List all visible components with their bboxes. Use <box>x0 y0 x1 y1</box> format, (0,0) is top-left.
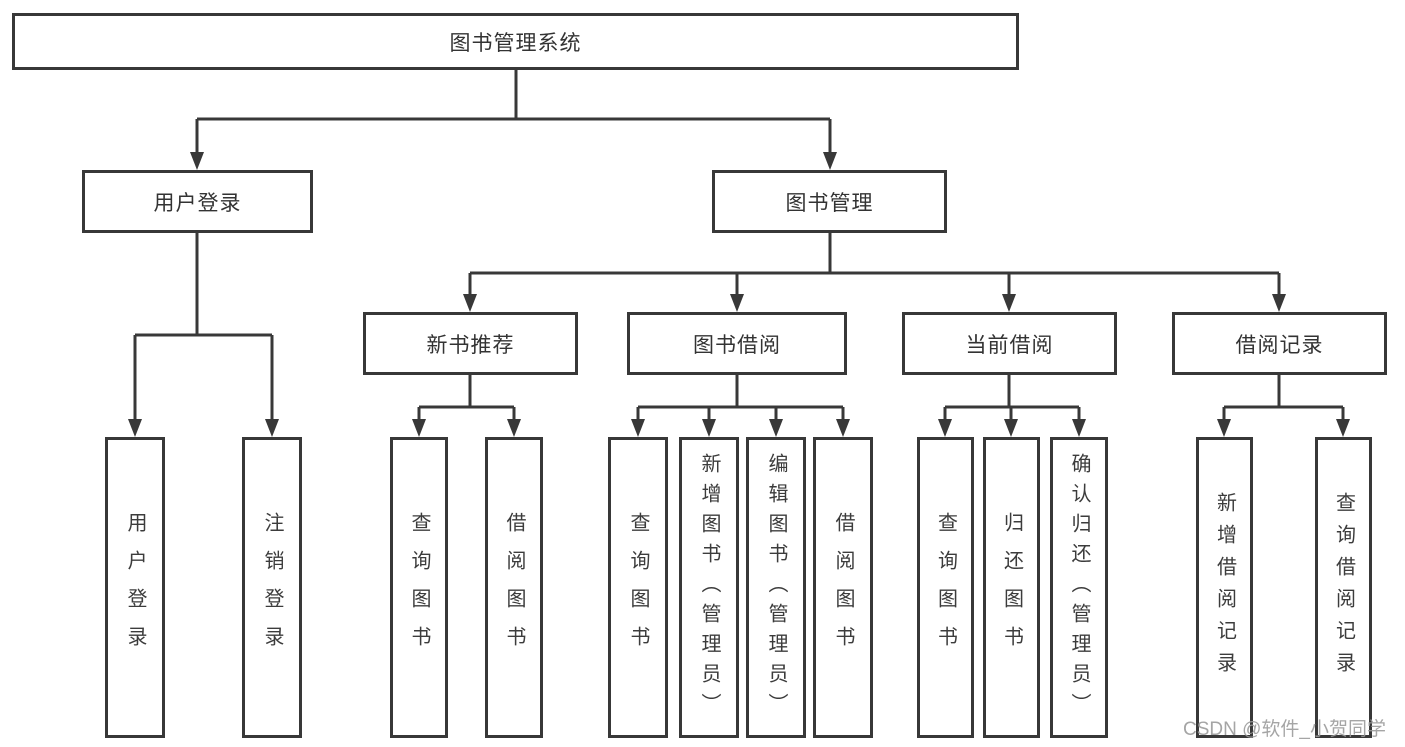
leaf-user-login-label: 用户登录 <box>124 511 146 664</box>
node-root-label: 图书管理系统 <box>449 31 582 55</box>
leaf-borrow-books-recommend: 借阅图书 <box>485 437 543 738</box>
leaf-edit-books-admin-label: 编辑图书（管理员） <box>765 452 787 723</box>
node-new-book-recommendation-label: 新书推荐 <box>426 333 515 357</box>
leaf-query-books-recommend: 查询图书 <box>390 437 448 738</box>
leaf-confirm-return-admin: 确认归还（管理员） <box>1050 437 1108 738</box>
leaf-return-books-label: 归还图书 <box>1000 511 1023 664</box>
node-user-login-label: 用户登录 <box>153 191 242 215</box>
node-book-management: 图书管理 <box>712 170 947 233</box>
leaf-query-borrow-record-label: 查询借阅记录 <box>1332 491 1355 684</box>
leaf-add-books-admin: 新增图书（管理员） <box>679 437 739 738</box>
leaf-confirm-return-admin-label: 确认归还（管理员） <box>1068 452 1090 723</box>
leaf-query-books-current-label: 查询图书 <box>934 511 957 664</box>
leaf-add-borrow-record: 新增借阅记录 <box>1196 437 1253 738</box>
leaf-add-borrow-record-label: 新增借阅记录 <box>1213 491 1236 684</box>
leaf-query-books-borrowing: 查询图书 <box>608 437 668 738</box>
leaf-logout: 注销登录 <box>242 437 302 738</box>
node-book-borrowing: 图书借阅 <box>627 312 847 375</box>
leaf-edit-books-admin: 编辑图书（管理员） <box>746 437 806 738</box>
node-root: 图书管理系统 <box>12 13 1019 70</box>
leaf-query-books-recommend-label: 查询图书 <box>408 511 430 664</box>
leaf-user-login: 用户登录 <box>105 437 165 738</box>
csdn-watermark: CSDN @软件_小贺同学 <box>1183 719 1386 740</box>
leaf-borrow-books: 借阅图书 <box>813 437 873 738</box>
node-current-borrowing: 当前借阅 <box>902 312 1117 375</box>
leaf-query-borrow-record: 查询借阅记录 <box>1315 437 1372 738</box>
leaf-borrow-books-recommend-label: 借阅图书 <box>503 511 525 664</box>
leaf-logout-label: 注销登录 <box>261 511 283 664</box>
leaf-return-books: 归还图书 <box>983 437 1040 738</box>
leaf-borrow-books-label: 借阅图书 <box>832 511 854 664</box>
node-borrowing-records-label: 借阅记录 <box>1235 333 1324 357</box>
node-book-management-label: 图书管理 <box>785 191 874 215</box>
leaf-query-books-borrowing-label: 查询图书 <box>627 511 649 664</box>
node-book-borrowing-label: 图书借阅 <box>693 333 781 357</box>
leaf-query-books-current: 查询图书 <box>917 437 974 738</box>
node-new-book-recommendation: 新书推荐 <box>363 312 578 375</box>
node-user-login: 用户登录 <box>82 170 313 233</box>
node-current-borrowing-label: 当前借阅 <box>965 333 1054 357</box>
leaf-add-books-admin-label: 新增图书（管理员） <box>698 452 720 723</box>
node-borrowing-records: 借阅记录 <box>1172 312 1387 375</box>
